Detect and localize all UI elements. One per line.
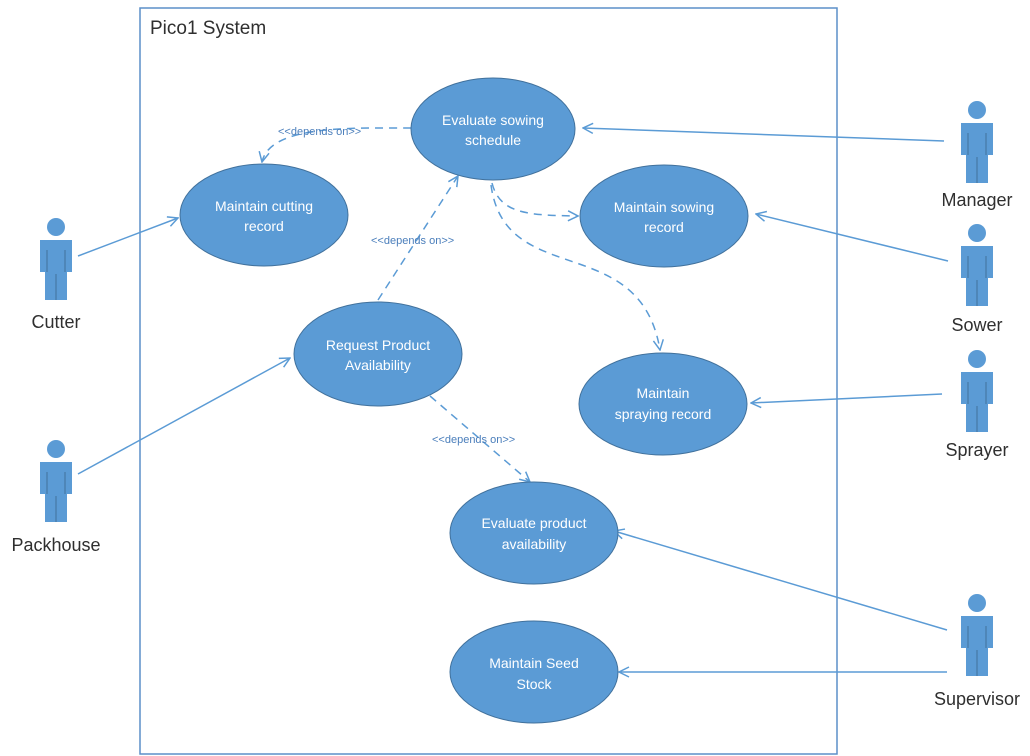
use-case-request-product-availability[interactable]: Request Product Availability xyxy=(293,301,463,407)
associations xyxy=(77,128,949,672)
use-case-evaluate-product-availability[interactable]: Evaluate product availability xyxy=(449,481,619,585)
association-packhouse-request-product xyxy=(77,358,290,475)
use-case-label-line2: record xyxy=(244,218,284,234)
use-case-label-line1: Evaluate sowing xyxy=(442,112,544,128)
association-supervisor-evaluate-product xyxy=(614,531,948,631)
use-case-label-line2: availability xyxy=(502,536,567,552)
use-case-label-line2: record xyxy=(644,219,684,235)
actor-label: Sower xyxy=(951,315,1002,335)
actor-cutter[interactable]: Cutter xyxy=(31,217,81,332)
system-title: Pico1 System xyxy=(150,18,266,39)
use-case-maintain-seed-stock[interactable]: Maintain Seed Stock xyxy=(449,620,619,724)
actor-label: Packhouse xyxy=(11,535,100,555)
use-case-maintain-sowing-record[interactable]: Maintain sowing record xyxy=(579,164,749,268)
actor-person-icon xyxy=(39,439,73,523)
actor-label: Cutter xyxy=(31,312,80,332)
use-case-maintain-spraying-record[interactable]: Maintain spraying record xyxy=(578,352,748,456)
use-case-label-line2: Availability xyxy=(345,357,411,373)
dependency-label-request-sowing: <<depends on>> xyxy=(371,235,454,247)
association-cutter-maintain-cutting xyxy=(77,218,178,257)
actor-sprayer[interactable]: Sprayer xyxy=(945,349,1009,460)
use-case-label-line1: Maintain Seed xyxy=(489,655,579,671)
actor-person-icon xyxy=(960,100,994,184)
use-case-evaluate-sowing-schedule[interactable]: Evaluate sowing schedule xyxy=(410,77,576,181)
actor-label: Supervisor xyxy=(934,689,1020,709)
use-case-label-line1: Maintain cutting xyxy=(215,198,313,214)
dependency-request-to-evaluate-product xyxy=(429,395,530,482)
actor-label: Manager xyxy=(941,190,1012,210)
use-case-label-line2: Stock xyxy=(516,676,552,692)
use-case-label-line1: Request Product xyxy=(326,337,430,353)
dependency-label-request-evaluate: <<depends on>> xyxy=(432,434,515,446)
association-manager-evaluate-sowing xyxy=(583,128,945,142)
actor-packhouse[interactable]: Packhouse xyxy=(11,439,101,555)
use-case-label-line1: Evaluate product xyxy=(481,515,586,531)
use-case-label-line2: schedule xyxy=(465,132,521,148)
association-sower-maintain-sowing xyxy=(756,214,949,262)
actor-label: Sprayer xyxy=(945,440,1008,460)
actor-person-icon xyxy=(960,593,994,677)
use-case-label-line1: Maintain sowing xyxy=(614,199,714,215)
actor-person-icon xyxy=(960,349,994,433)
dependency-request-to-sowing xyxy=(377,176,458,301)
dependencies xyxy=(262,127,660,482)
actor-sower[interactable]: Sower xyxy=(951,223,1003,335)
use-case-label-line1: Maintain xyxy=(637,385,690,401)
dependency-sowing-to-spraying xyxy=(490,184,660,350)
actor-manager[interactable]: Manager xyxy=(941,100,1013,210)
use-case-label-line2: spraying record xyxy=(615,406,712,422)
actor-person-icon xyxy=(960,223,994,307)
actor-supervisor[interactable]: Supervisor xyxy=(934,593,1020,709)
dependency-sowing-to-maintain-sowing xyxy=(491,182,578,216)
dependency-label-sowing-cutting: <<depends on>> xyxy=(278,126,361,138)
association-sprayer-maintain-spraying xyxy=(751,393,943,403)
actor-person-icon xyxy=(39,217,73,301)
use-case-maintain-cutting-record[interactable]: Maintain cutting record xyxy=(179,163,349,267)
